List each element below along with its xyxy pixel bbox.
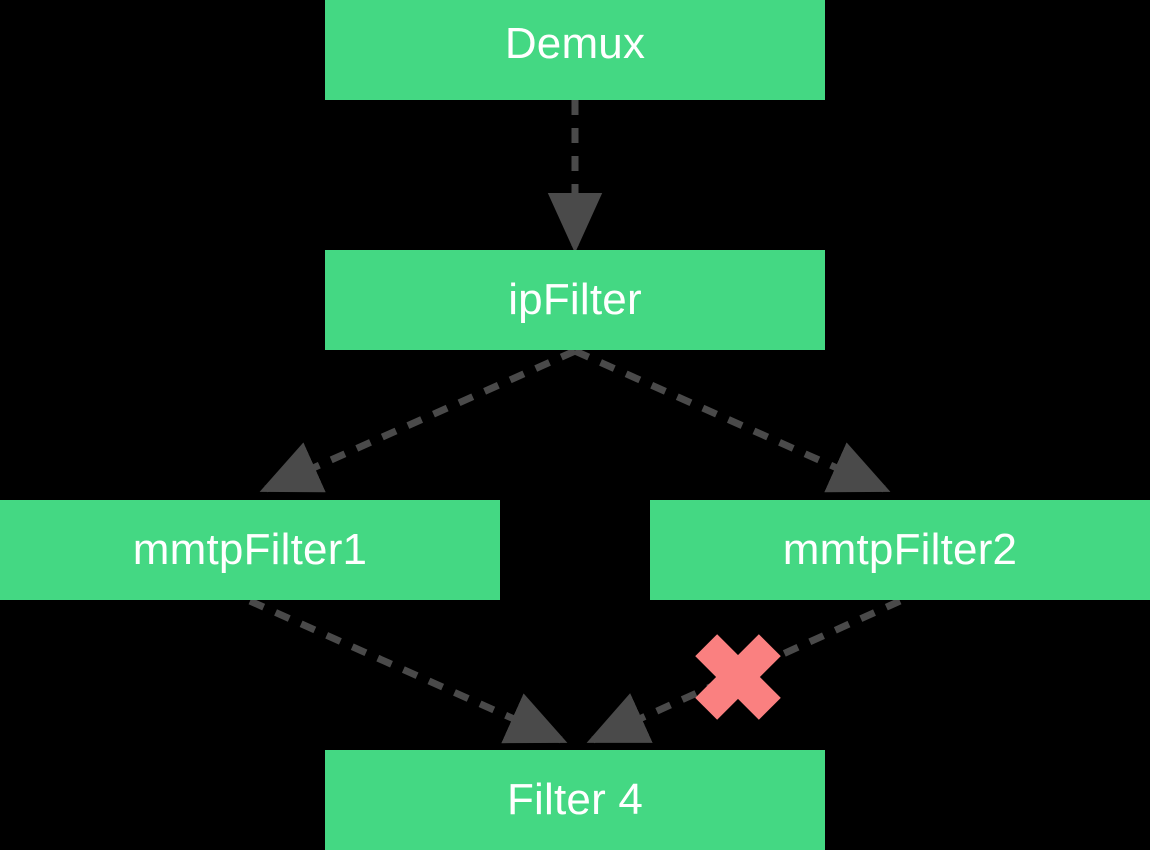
node-demux-label: Demux bbox=[504, 19, 646, 68]
node-ipfilter[interactable]: ipFilter bbox=[325, 250, 825, 350]
node-mmtpfilter2[interactable]: mmtpFilter2 bbox=[650, 500, 1150, 600]
node-mmtpfilter1-label: mmtpFilter1 bbox=[132, 525, 368, 574]
edge-mmtpfilter2-to-filter4 bbox=[586, 597, 902, 744]
node-filter4-label: Filter 4 bbox=[506, 775, 644, 824]
edge-ipfilter-to-mmtpfilter1 bbox=[259, 347, 577, 493]
edge-ipfilter-to-mmtpfilter2 bbox=[573, 347, 891, 493]
edge-mmtpfilter1-to-filter4 bbox=[248, 597, 568, 744]
node-demux[interactable]: Demux bbox=[325, 0, 825, 100]
node-mmtpfilter1[interactable]: mmtpFilter1 bbox=[0, 500, 500, 600]
node-ipfilter-label: ipFilter bbox=[508, 275, 642, 324]
node-filter4[interactable]: Filter 4 bbox=[325, 750, 825, 850]
node-mmtpfilter2-label: mmtpFilter2 bbox=[782, 525, 1018, 574]
